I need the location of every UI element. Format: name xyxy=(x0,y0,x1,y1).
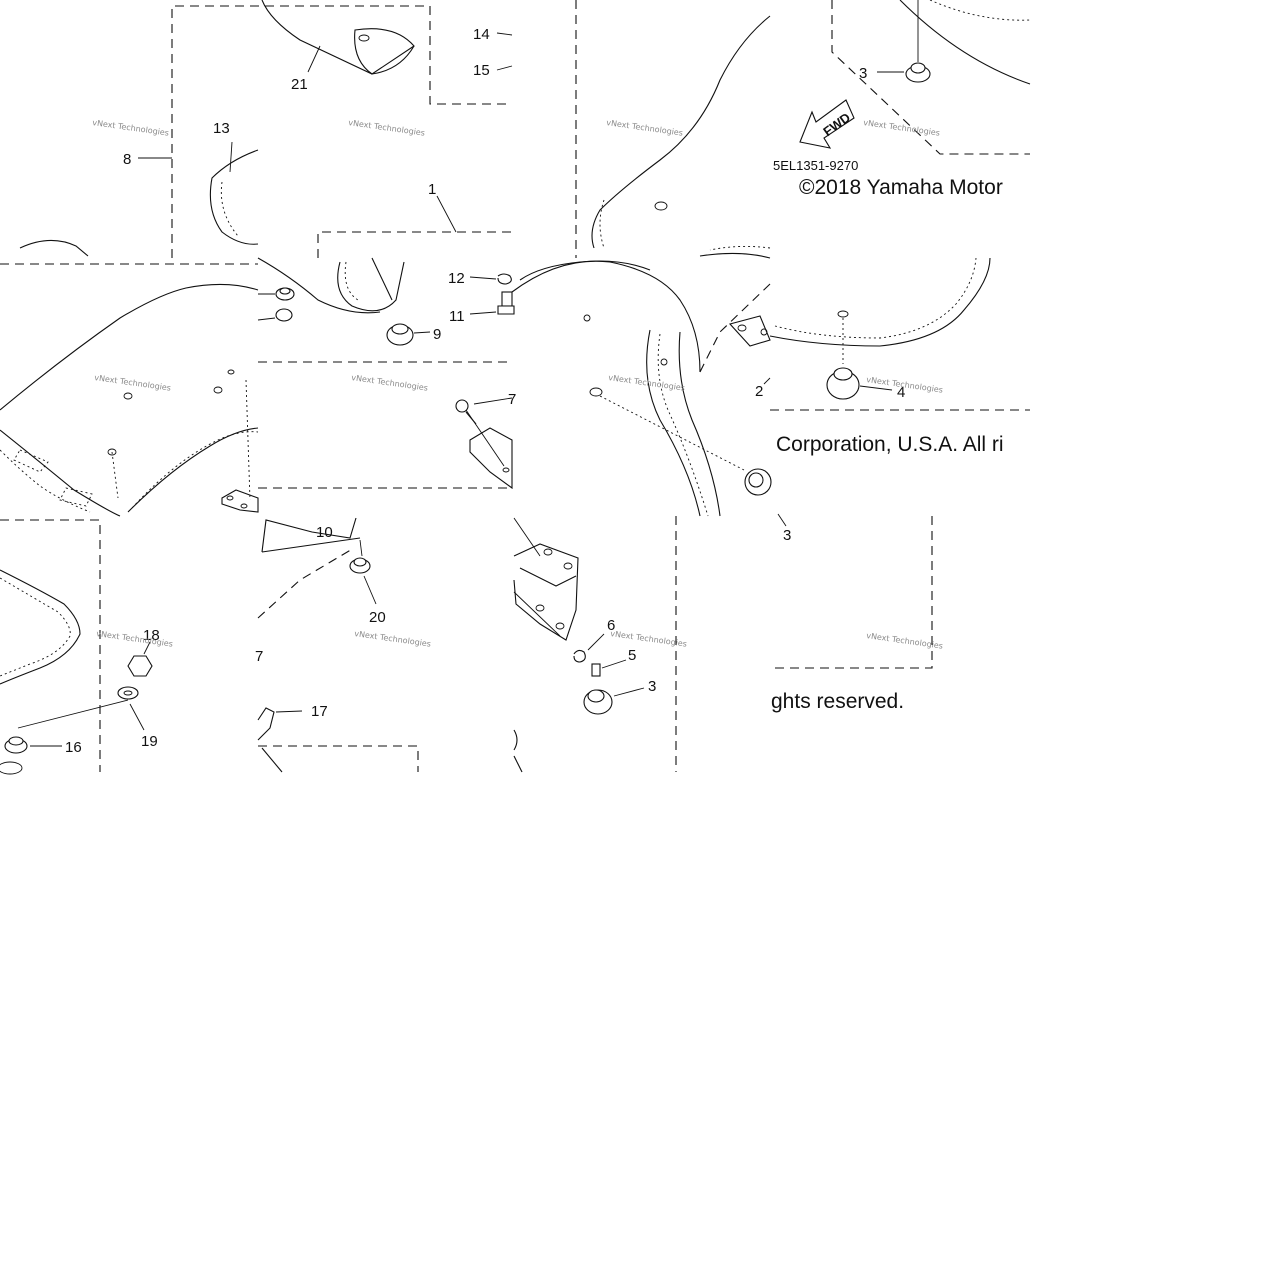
watermark: vNext Technologies xyxy=(96,629,174,649)
callout-17: 17 xyxy=(311,703,328,720)
fwd-arrow-icon: FWD xyxy=(799,99,855,149)
tile-bracket-10 xyxy=(221,489,419,773)
fwd-label: FWD xyxy=(820,110,853,140)
callout-2: 2 xyxy=(755,383,763,400)
callout-15: 15 xyxy=(473,62,490,79)
callout-20: 20 xyxy=(369,609,386,626)
callout-21: 21 xyxy=(291,76,308,93)
callout-7-bottom: 7 xyxy=(255,648,263,665)
callout-18: 18 xyxy=(143,627,160,644)
callout-6: 6 xyxy=(607,617,615,634)
callout-3-top: 3 xyxy=(859,65,867,82)
watermark: vNext Technologies xyxy=(351,373,429,393)
callout-7-top: 7 xyxy=(508,391,516,408)
callout-12: 12 xyxy=(448,270,465,287)
tile-fwd-copyright: FWD xyxy=(799,0,1031,155)
watermark: vNext Technologies xyxy=(606,118,684,138)
watermark: vNext Technologies xyxy=(610,629,688,649)
watermark: vNext Technologies xyxy=(92,118,170,138)
drawing-code: 5EL1351-9270 xyxy=(773,158,858,173)
tile-bracket-6 xyxy=(513,516,677,773)
callout-19: 19 xyxy=(141,733,158,750)
callouts: 21 14 15 13 8 1 12 11 9 7 3 2 4 3 10 20 … xyxy=(65,26,905,756)
copyright-line-1: ©2018 Yamaha Motor xyxy=(799,176,1003,199)
tile-seat-grommet xyxy=(511,260,787,527)
callout-14: 14 xyxy=(473,26,490,43)
callout-16: 16 xyxy=(65,739,82,756)
tile-seat-fasteners xyxy=(0,569,153,775)
tile-rider-seat xyxy=(575,0,771,259)
callout-10: 10 xyxy=(316,524,333,541)
watermark: vNext Technologies xyxy=(94,373,172,393)
watermark: vNext Technologies xyxy=(863,118,941,138)
watermark: vNext Technologies xyxy=(608,373,686,393)
callout-4: 4 xyxy=(897,384,905,401)
callout-9: 9 xyxy=(433,326,441,343)
tile-bracket-bolts xyxy=(257,257,515,490)
callout-5: 5 xyxy=(628,647,636,664)
tile-passenger-seat xyxy=(0,283,259,772)
tile-grommet-4 xyxy=(769,257,1030,669)
watermark: vNext Technologies xyxy=(354,629,432,649)
callout-3-bottom: 3 xyxy=(648,678,656,695)
watermark: vNext Technologies xyxy=(348,118,426,138)
tile-seat-cover xyxy=(0,0,513,265)
callout-13: 13 xyxy=(213,120,230,137)
callout-8: 8 xyxy=(123,151,131,168)
copyright-line-2: Corporation, U.S.A. All ri xyxy=(776,433,1004,456)
callout-11: 11 xyxy=(449,308,465,325)
callout-1: 1 xyxy=(428,181,436,198)
watermark: vNext Technologies xyxy=(866,631,944,651)
copyright-line-3: ghts reserved. xyxy=(771,690,904,713)
callout-3-mid: 3 xyxy=(783,527,791,544)
